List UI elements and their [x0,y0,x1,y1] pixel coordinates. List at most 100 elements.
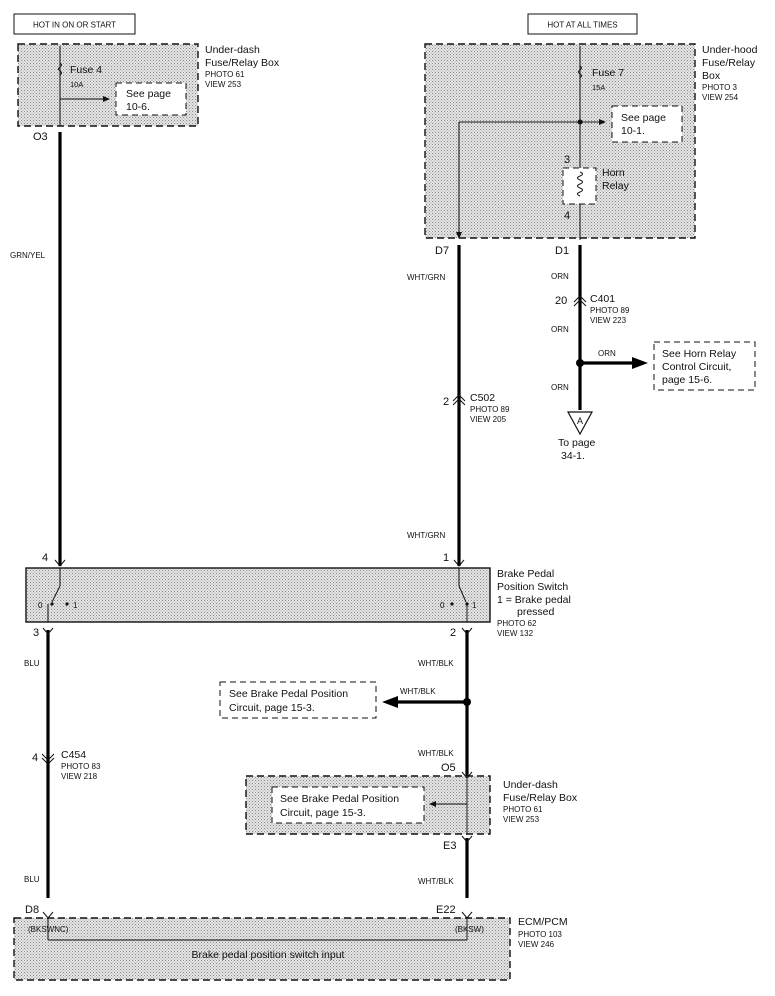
box-title-line2: Fuse/Relay [702,57,756,69]
underdash-fuse-box-top: Fuse 4 10A See page 10-6. Under-dash Fus… [17,43,280,143]
offpage-line2: 34-1. [561,450,585,462]
box-title-line2: Fuse/Relay Box [503,792,578,804]
fuse-7-label: Fuse 7 [592,67,624,79]
box-title-line3: Box [702,70,721,82]
arrow-right-icon [632,357,648,369]
wire-wht-grn: WHT/GRN WHT/GRN [407,245,461,566]
connector-photo: PHOTO 89 [470,405,510,414]
box-photo: PHOTO 61 [205,70,245,79]
box-title-line1: Under-dash [205,44,260,56]
wire-label: ORN [551,383,569,392]
switch-legend-2: pressed [517,606,555,618]
wire-label: WHT/GRN [407,531,445,540]
ecm-photo: PHOTO 103 [518,930,562,939]
ecm-title: ECM/PCM [518,916,568,928]
arrow-right-icon [599,119,606,125]
connector-icon [573,295,587,307]
switch-title-2: Position Switch [497,581,568,593]
see-page-text: See page [621,112,666,124]
see-brake-pedal-ref-box [271,786,425,824]
relay-coil-icon [577,171,583,197]
offpage-line1: To page [558,437,596,449]
fuse-4-label: Fuse 4 [70,64,102,76]
terminal-d8: D8 [25,904,39,916]
relay-pin-3: 3 [564,154,570,166]
offpage-letter: A [577,416,583,426]
ref-line1: See Brake Pedal Position [229,688,348,700]
connector-name: C454 [61,749,86,761]
see-page-10-6-box [115,82,187,116]
signal-bksw: (BKSW) [455,925,484,934]
ref-line1: See Brake Pedal Position [280,793,399,805]
connector-c401: 20 C401 PHOTO 89 VIEW 223 [555,293,630,325]
terminal-d7: D7 [435,245,449,257]
horn-relay-box [562,167,597,205]
switch-legend-1: 1 = Brake pedal [497,594,571,606]
box-title-line1: Under-hood [702,44,758,56]
ecm-input-label: Brake pedal position switch input [192,949,345,961]
connector-view: VIEW 223 [590,316,627,325]
wire-label: GRN/YEL [10,251,46,260]
switch-pos-0: 0 [38,601,43,610]
horn-relay-ref: See Horn Relay Control Circuit, page 15-… [653,341,756,391]
switch-pos-1: 1 [73,601,78,610]
switch-title-1: Brake Pedal [497,568,554,580]
header-left-text: HOT IN ON OR START [33,21,116,30]
fuse-7-rating: 15A [592,83,605,92]
switch-pin-1: 1 [443,552,449,564]
terminal-d1: D1 [555,245,569,257]
connector-name: C502 [470,392,495,404]
connector-photo: PHOTO 83 [61,762,101,771]
switch-photo: PHOTO 62 [497,619,537,628]
connector-pin: 20 [555,295,567,307]
terminal-e3: E3 [443,840,456,852]
header-hot-at-all-times: HOT AT ALL TIMES [527,13,638,35]
connector-name: C401 [590,293,615,305]
fuse-4-rating: 10A [70,80,83,89]
underdash-fuse-box-bottom: O5 See Brake Pedal Position Circuit, pag… [245,762,578,852]
see-page-number: 10-1. [621,125,645,137]
ref-line2: Circuit, page 15-3. [280,807,366,819]
connector-photo: PHOTO 89 [590,306,630,315]
connector-pin: 4 [32,752,38,764]
brake-pedal-ref-1: See Brake Pedal Position Circuit, page 1… [219,681,377,719]
switch-view: VIEW 132 [497,629,534,638]
switch-pin-2: 2 [450,627,456,639]
ecm-pcm: D8 E22 (BKSWNC) (BKSW) Brake pedal posit… [13,904,568,981]
box-photo: PHOTO 61 [503,805,543,814]
wire-grn-yel: GRN/YEL [10,132,62,566]
box-view: VIEW 254 [702,93,739,102]
switch-pos-0: 0 [440,601,445,610]
terminal-o5: O5 [441,762,456,774]
arrow-left-icon [382,696,398,708]
offpage-connector-a: A To page 34-1. [558,411,596,462]
horn-relay-label-1: Horn [602,167,625,179]
wire-label: BLU [24,659,40,668]
horn-relay-label-2: Relay [602,180,630,192]
signal-bkswnc: (BKSWNC) [28,925,69,934]
see-page-10-1-box [611,105,683,143]
wire-label: WHT/BLK [400,687,436,696]
box-view: VIEW 253 [205,80,242,89]
connector-pin: 2 [443,396,449,408]
see-page-text: See page [126,88,171,100]
ecm-view: VIEW 246 [518,940,555,949]
fuse-4-icon [58,62,62,76]
wire-label: WHT/BLK [418,877,454,886]
wire-orn: ORN ORN ORN ORN [551,245,648,410]
ref-line3: page 15-6. [662,374,712,386]
relay-pin-4: 4 [564,210,570,222]
wire-label: WHT/GRN [407,273,445,282]
terminal-o3: O3 [33,131,48,143]
wire-label: WHT/BLK [418,659,454,668]
see-page-number: 10-6. [126,101,150,113]
switch-pin-4: 4 [42,552,48,564]
connector-view: VIEW 205 [470,415,507,424]
box-view: VIEW 253 [503,815,540,824]
header-hot-in-on-or-start: HOT IN ON OR START [13,13,136,35]
connector-c454: 4 C454 PHOTO 83 VIEW 218 [32,749,101,781]
connector-icon [452,394,466,406]
wire-label: BLU [24,875,40,884]
wire-label: ORN [551,272,569,281]
